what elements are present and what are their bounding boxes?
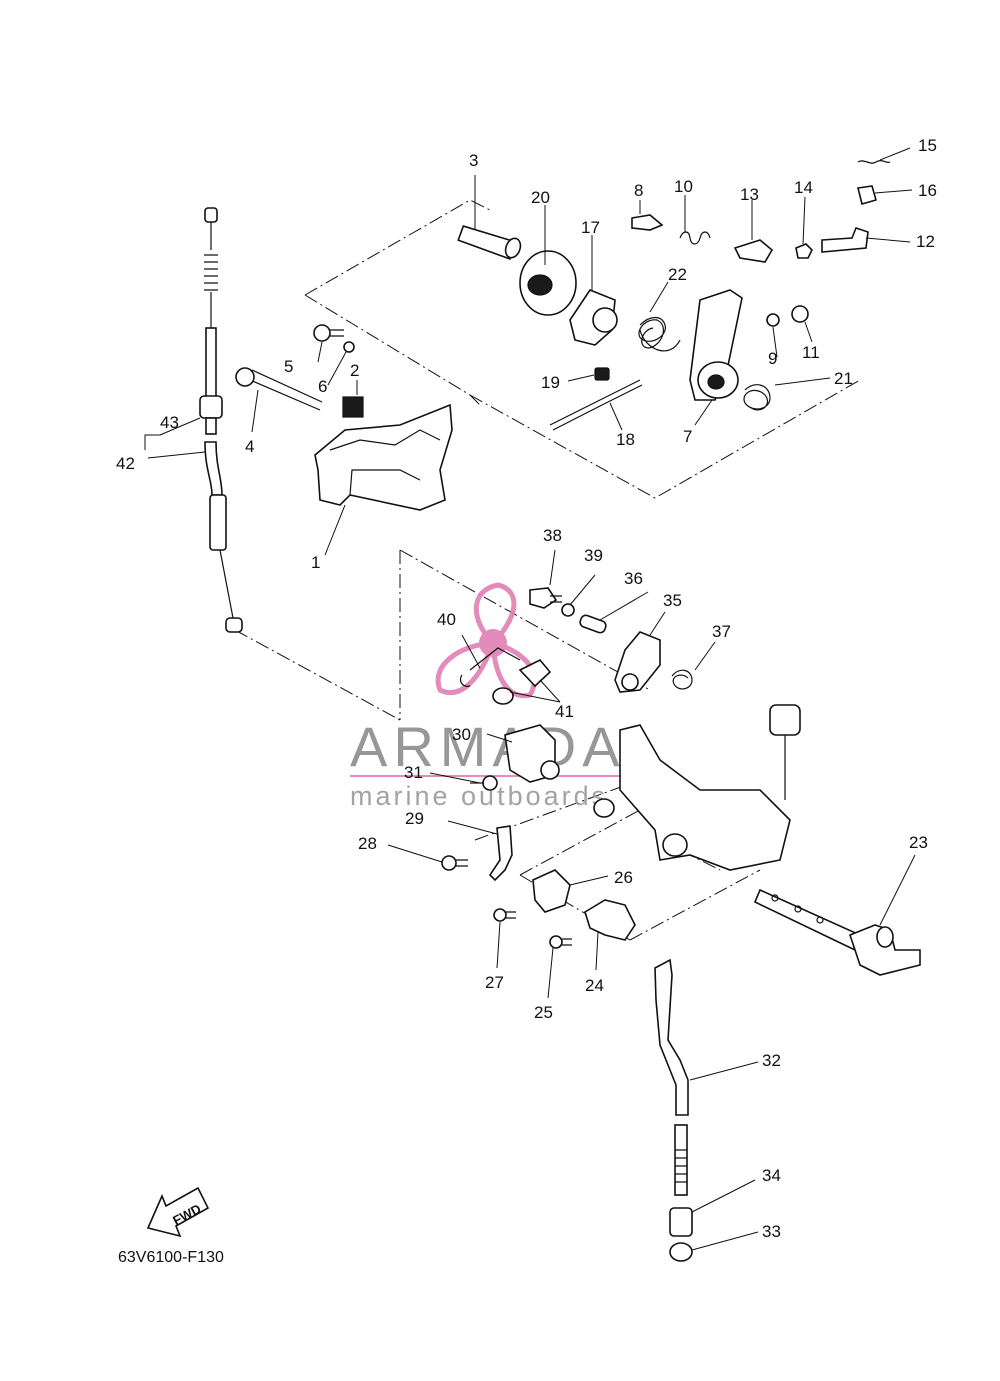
callout-27: 27 bbox=[485, 973, 504, 992]
callout-35: 35 bbox=[663, 591, 682, 610]
callout-22: 22 bbox=[668, 265, 687, 284]
callout-12: 12 bbox=[916, 232, 935, 251]
watermark-tagline: marine outboards bbox=[350, 781, 608, 811]
callout-9: 9 bbox=[768, 349, 777, 368]
watermark: ARMADA marine outboards bbox=[350, 582, 650, 811]
callout-20: 20 bbox=[531, 188, 550, 207]
callout-37: 37 bbox=[712, 622, 731, 641]
callout-39: 39 bbox=[584, 546, 603, 565]
callout-26: 26 bbox=[614, 868, 633, 887]
callout-24: 24 bbox=[585, 976, 604, 995]
callout-36: 36 bbox=[624, 569, 643, 588]
callout-2: 2 bbox=[350, 361, 359, 380]
callout-15: 15 bbox=[918, 136, 937, 155]
callout-3: 3 bbox=[469, 151, 478, 170]
callout-41: 41 bbox=[555, 702, 574, 721]
callout-18: 18 bbox=[616, 430, 635, 449]
callout-6: 6 bbox=[318, 377, 327, 396]
shift-link-assembly bbox=[459, 587, 693, 705]
callout-30: 30 bbox=[452, 725, 471, 744]
small-hardware bbox=[441, 825, 636, 949]
callout-4: 4 bbox=[245, 437, 254, 456]
callout-7: 7 bbox=[683, 427, 692, 446]
callout-21: 21 bbox=[834, 369, 853, 388]
watermark-brand: ARMADA bbox=[350, 715, 626, 778]
diagram-code: 63V6100-F130 bbox=[118, 1249, 224, 1266]
throttle-cable bbox=[199, 207, 243, 633]
callout-28: 28 bbox=[358, 834, 377, 853]
callout-34: 34 bbox=[762, 1166, 781, 1185]
callout-16: 16 bbox=[918, 181, 937, 200]
shift-rod bbox=[654, 958, 693, 1262]
callout-42: 42 bbox=[116, 454, 135, 473]
callout-8: 8 bbox=[634, 181, 643, 200]
callout-31: 31 bbox=[404, 763, 423, 782]
callout-17: 17 bbox=[581, 218, 600, 237]
callout-32: 32 bbox=[762, 1051, 781, 1070]
shift-lever-assembly bbox=[470, 704, 921, 976]
callout-5: 5 bbox=[284, 357, 293, 376]
callout-13: 13 bbox=[740, 185, 759, 204]
propeller-logo-icon bbox=[435, 582, 537, 699]
callout-33: 33 bbox=[762, 1222, 781, 1241]
callout-25: 25 bbox=[534, 1003, 553, 1022]
callout-43: 43 bbox=[160, 413, 179, 432]
leader-lines bbox=[144, 147, 916, 1251]
callout-14: 14 bbox=[794, 178, 813, 197]
callout-19: 19 bbox=[541, 373, 560, 392]
fwd-arrow-icon: FWD bbox=[146, 1186, 210, 1238]
callout-23: 23 bbox=[909, 833, 928, 852]
callout-1: 1 bbox=[311, 553, 320, 572]
callout-29: 29 bbox=[405, 809, 424, 828]
callout-10: 10 bbox=[674, 177, 693, 196]
callout-numbers: 1 2 3 4 5 6 7 8 9 10 11 12 13 14 15 16 1… bbox=[116, 136, 937, 1241]
throttle-cam-assembly bbox=[457, 225, 681, 431]
lever-assembly bbox=[631, 159, 891, 411]
callout-40: 40 bbox=[437, 610, 456, 629]
throttle-bracket bbox=[235, 324, 453, 511]
callout-38: 38 bbox=[543, 526, 562, 545]
callout-11: 11 bbox=[802, 343, 820, 362]
